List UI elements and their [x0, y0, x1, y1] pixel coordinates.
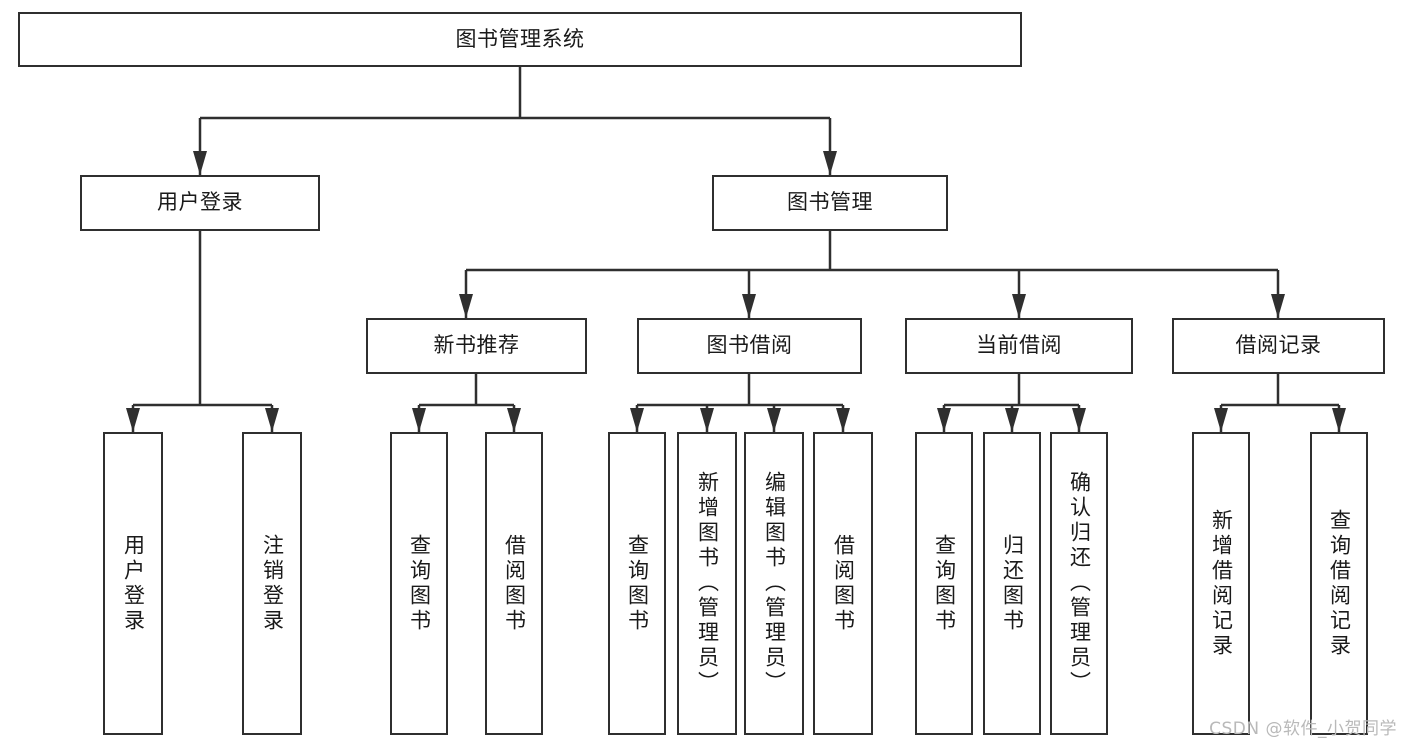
arrow-icon-leaf-borrow-book-1	[507, 408, 521, 432]
node-leaf-query-record[interactable]: 查询借阅记录	[1310, 432, 1368, 735]
node-label: 编辑图书（管理员）	[762, 471, 787, 696]
arrow-icon-leaf-query-book-2	[630, 408, 644, 432]
arrow-icon-leaf-query-book-1	[412, 408, 426, 432]
arrow-icon-book-borrow	[742, 294, 756, 318]
arrow-icon-leaf-user-login	[126, 408, 140, 432]
arrow-icon-borrow-record	[1271, 294, 1285, 318]
watermark: CSDN @软件_小贺同学	[1209, 719, 1397, 739]
node-label: 当前借阅	[976, 333, 1062, 358]
arrow-icon-new-book-recommend	[459, 294, 473, 318]
node-label: 注销登录	[260, 533, 285, 634]
node-label: 新书推荐	[433, 333, 520, 358]
node-borrow-record[interactable]: 借阅记录	[1172, 318, 1385, 374]
node-label: 确认归还（管理员）	[1067, 471, 1092, 696]
arrow-icon-book-manage	[823, 151, 837, 175]
node-label: 用户登录	[157, 190, 243, 215]
node-label: 归还图书	[1000, 533, 1025, 634]
arrow-icon-current-borrow	[1012, 294, 1026, 318]
node-label: 查询图书	[407, 533, 432, 634]
node-leaf-query-book-2[interactable]: 查询图书	[608, 432, 666, 735]
node-label: 新增借阅记录	[1209, 508, 1234, 659]
node-leaf-return-book[interactable]: 归还图书	[983, 432, 1041, 735]
node-leaf-logout[interactable]: 注销登录	[242, 432, 302, 735]
node-leaf-confirm-return[interactable]: 确认归还（管理员）	[1050, 432, 1108, 735]
node-leaf-add-record[interactable]: 新增借阅记录	[1192, 432, 1250, 735]
node-label: 用户登录	[121, 533, 146, 634]
arrow-icon-leaf-query-record	[1332, 408, 1346, 432]
node-label: 查询图书	[932, 533, 957, 634]
node-current-borrow[interactable]: 当前借阅	[905, 318, 1133, 374]
node-book-manage[interactable]: 图书管理	[712, 175, 948, 231]
node-leaf-user-login[interactable]: 用户登录	[103, 432, 163, 735]
node-label: 借阅记录	[1235, 333, 1322, 358]
node-root[interactable]: 图书管理系统	[18, 12, 1022, 67]
node-leaf-query-book-3[interactable]: 查询图书	[915, 432, 973, 735]
node-label: 图书管理	[787, 190, 873, 215]
node-leaf-add-book[interactable]: 新增图书（管理员）	[677, 432, 737, 735]
node-leaf-query-book-1[interactable]: 查询图书	[390, 432, 448, 735]
arrow-icon-user-login	[193, 151, 207, 175]
node-leaf-edit-book[interactable]: 编辑图书（管理员）	[744, 432, 804, 735]
arrow-icon-leaf-return-book	[1005, 408, 1019, 432]
arrow-icon-leaf-confirm-return	[1072, 408, 1086, 432]
node-new-book-recommend[interactable]: 新书推荐	[366, 318, 587, 374]
arrow-icon-leaf-logout	[265, 408, 279, 432]
node-label: 图书借阅	[706, 333, 793, 358]
node-label: 查询借阅记录	[1327, 508, 1352, 659]
node-book-borrow[interactable]: 图书借阅	[637, 318, 862, 374]
arrow-icon-leaf-query-book-3	[937, 408, 951, 432]
arrow-icon-leaf-edit-book	[767, 408, 781, 432]
node-leaf-borrow-book-1[interactable]: 借阅图书	[485, 432, 543, 735]
node-label: 借阅图书	[502, 533, 527, 634]
arrow-icon-leaf-borrow-book-2	[836, 408, 850, 432]
node-label: 查询图书	[625, 533, 650, 634]
node-label: 借阅图书	[831, 533, 856, 634]
node-label: 新增图书（管理员）	[695, 471, 720, 696]
arrow-icon-leaf-add-book	[700, 408, 714, 432]
node-label: 图书管理系统	[455, 26, 585, 51]
arrow-icon-leaf-add-record	[1214, 408, 1228, 432]
node-user-login[interactable]: 用户登录	[80, 175, 320, 231]
node-leaf-borrow-book-2[interactable]: 借阅图书	[813, 432, 873, 735]
